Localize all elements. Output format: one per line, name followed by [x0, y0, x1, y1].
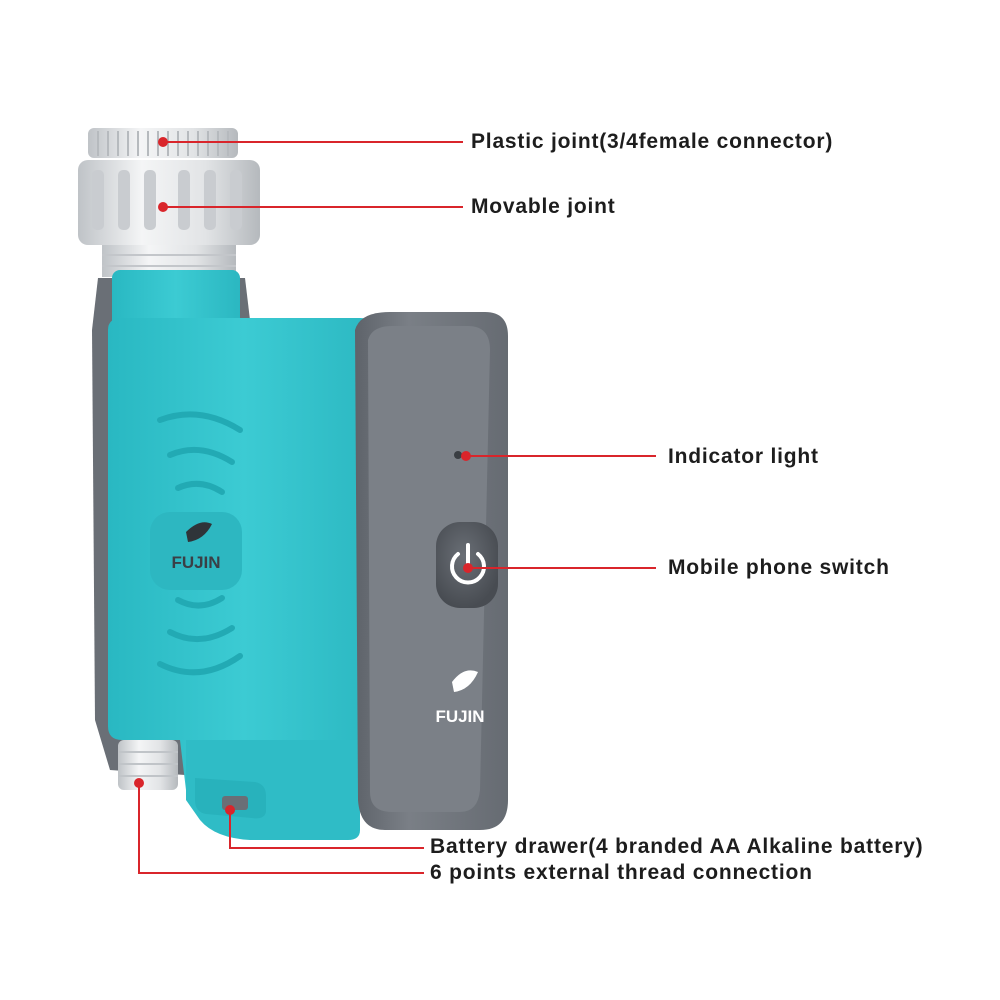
external-thread-connector: [118, 740, 178, 790]
leaf-logo-icon: [186, 522, 212, 542]
wireless-signal-icon: [157, 411, 243, 676]
front-brand-text: FUJIN: [171, 553, 220, 572]
label-mobile-phone-switch: Mobile phone switch: [668, 556, 890, 579]
label-battery-drawer: Battery drawer(4 branded AA Alkaline bat…: [430, 835, 924, 858]
callout-dots: [134, 137, 473, 815]
power-icon: [450, 543, 486, 585]
label-plastic-joint: Plastic joint(3/4female connector): [471, 130, 834, 153]
front-brand-logo: FUJIN: [150, 512, 242, 590]
side-brand-text: FUJIN: [435, 707, 484, 726]
timer-body: FUJIN: [92, 270, 380, 840]
leaf-logo-icon: [452, 670, 478, 692]
indicator-light: [454, 451, 462, 459]
label-movable-joint: Movable joint: [471, 195, 616, 218]
label-external-thread: 6 points external thread connection: [430, 861, 813, 884]
label-indicator-light: Indicator light: [668, 445, 819, 468]
control-panel: FUJIN: [355, 312, 508, 830]
movable-joint-nut: [78, 160, 260, 277]
side-brand-logo: FUJIN: [435, 670, 485, 726]
callout-lines: [138, 141, 656, 874]
